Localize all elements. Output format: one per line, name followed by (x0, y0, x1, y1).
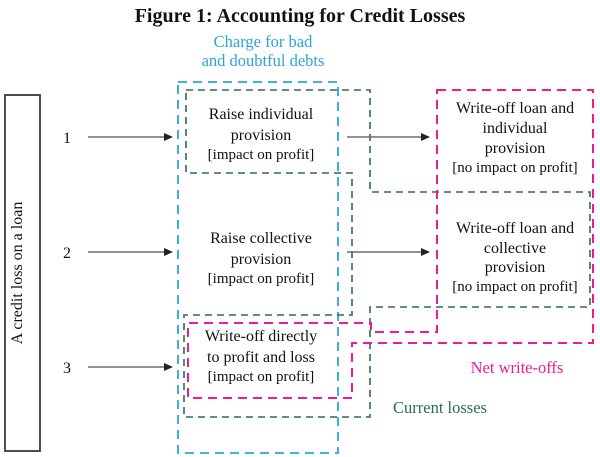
raise-collective-provision-box: Raise collective provision [impact on pr… (208, 230, 315, 287)
row-2-right-arrow-head (421, 248, 430, 256)
raise-individual-line1: Raise individual (209, 106, 314, 123)
raise-individual-line2: provision (231, 127, 291, 144)
net-writeoffs-label: Net write-offs (471, 358, 564, 377)
row-3-left-arrow (88, 363, 173, 371)
writeoff-directly-line1: Write-off directly (205, 328, 317, 345)
credit-loss-box (4, 94, 41, 452)
writeoff-individual-line1: Write-off loan and (456, 100, 574, 117)
row-2-left-arrow-head (164, 248, 173, 256)
row-1-left-arrow (88, 133, 173, 141)
row-3-number: 3 (63, 360, 71, 377)
row-2-right-arrow (347, 248, 430, 256)
writeoff-individual-line2: individual (483, 120, 548, 137)
writeoff-individual-line3: provision (485, 140, 545, 157)
charge-group-label-line1: Charge for bad (214, 32, 313, 51)
writeoff-directly-box: Write-off directly to profit and loss [i… (205, 328, 317, 385)
row-2-left-arrow (88, 248, 173, 256)
writeoff-collective-provision-box: Write-off loan and collective provision … (452, 220, 577, 295)
row-1-right-arrow (347, 133, 430, 141)
net-writeoffs-outline (187, 89, 594, 399)
charge-group-outline (177, 81, 339, 454)
raise-individual-line3: [impact on profit] (208, 147, 315, 163)
raise-collective-line1: Raise collective (210, 230, 312, 247)
writeoff-individual-provision-box: Write-off loan and individual provision … (452, 100, 577, 176)
row-1-left-arrow-head (164, 133, 173, 141)
writeoff-collective-line3: provision (485, 259, 545, 276)
current-losses-label: Current losses (393, 398, 487, 417)
figure-title: Figure 1: Accounting for Credit Losses (135, 5, 466, 27)
row-2-number: 2 (63, 245, 71, 262)
raise-collective-line2: provision (231, 251, 291, 268)
charge-group-label-line2: and doubtful debts (202, 51, 325, 70)
credit-loss-label: A credit loss on a loan (9, 202, 26, 345)
current-losses-outline (183, 89, 591, 418)
writeoff-collective-line4: [no impact on profit] (452, 279, 577, 295)
raise-collective-line3: [impact on profit] (208, 271, 315, 287)
writeoff-individual-line4: [no impact on profit] (452, 160, 577, 176)
row-1-right-arrow-head (421, 133, 430, 141)
raise-individual-provision-box: Raise individual provision [impact on pr… (208, 106, 315, 163)
writeoff-directly-line2: to profit and loss (207, 349, 315, 366)
writeoff-directly-line3: [impact on profit] (208, 369, 315, 385)
writeoff-collective-line2: collective (484, 240, 546, 257)
row-3-left-arrow-head (164, 363, 173, 371)
row-1-number: 1 (63, 130, 71, 147)
writeoff-collective-line1: Write-off loan and (456, 220, 574, 237)
